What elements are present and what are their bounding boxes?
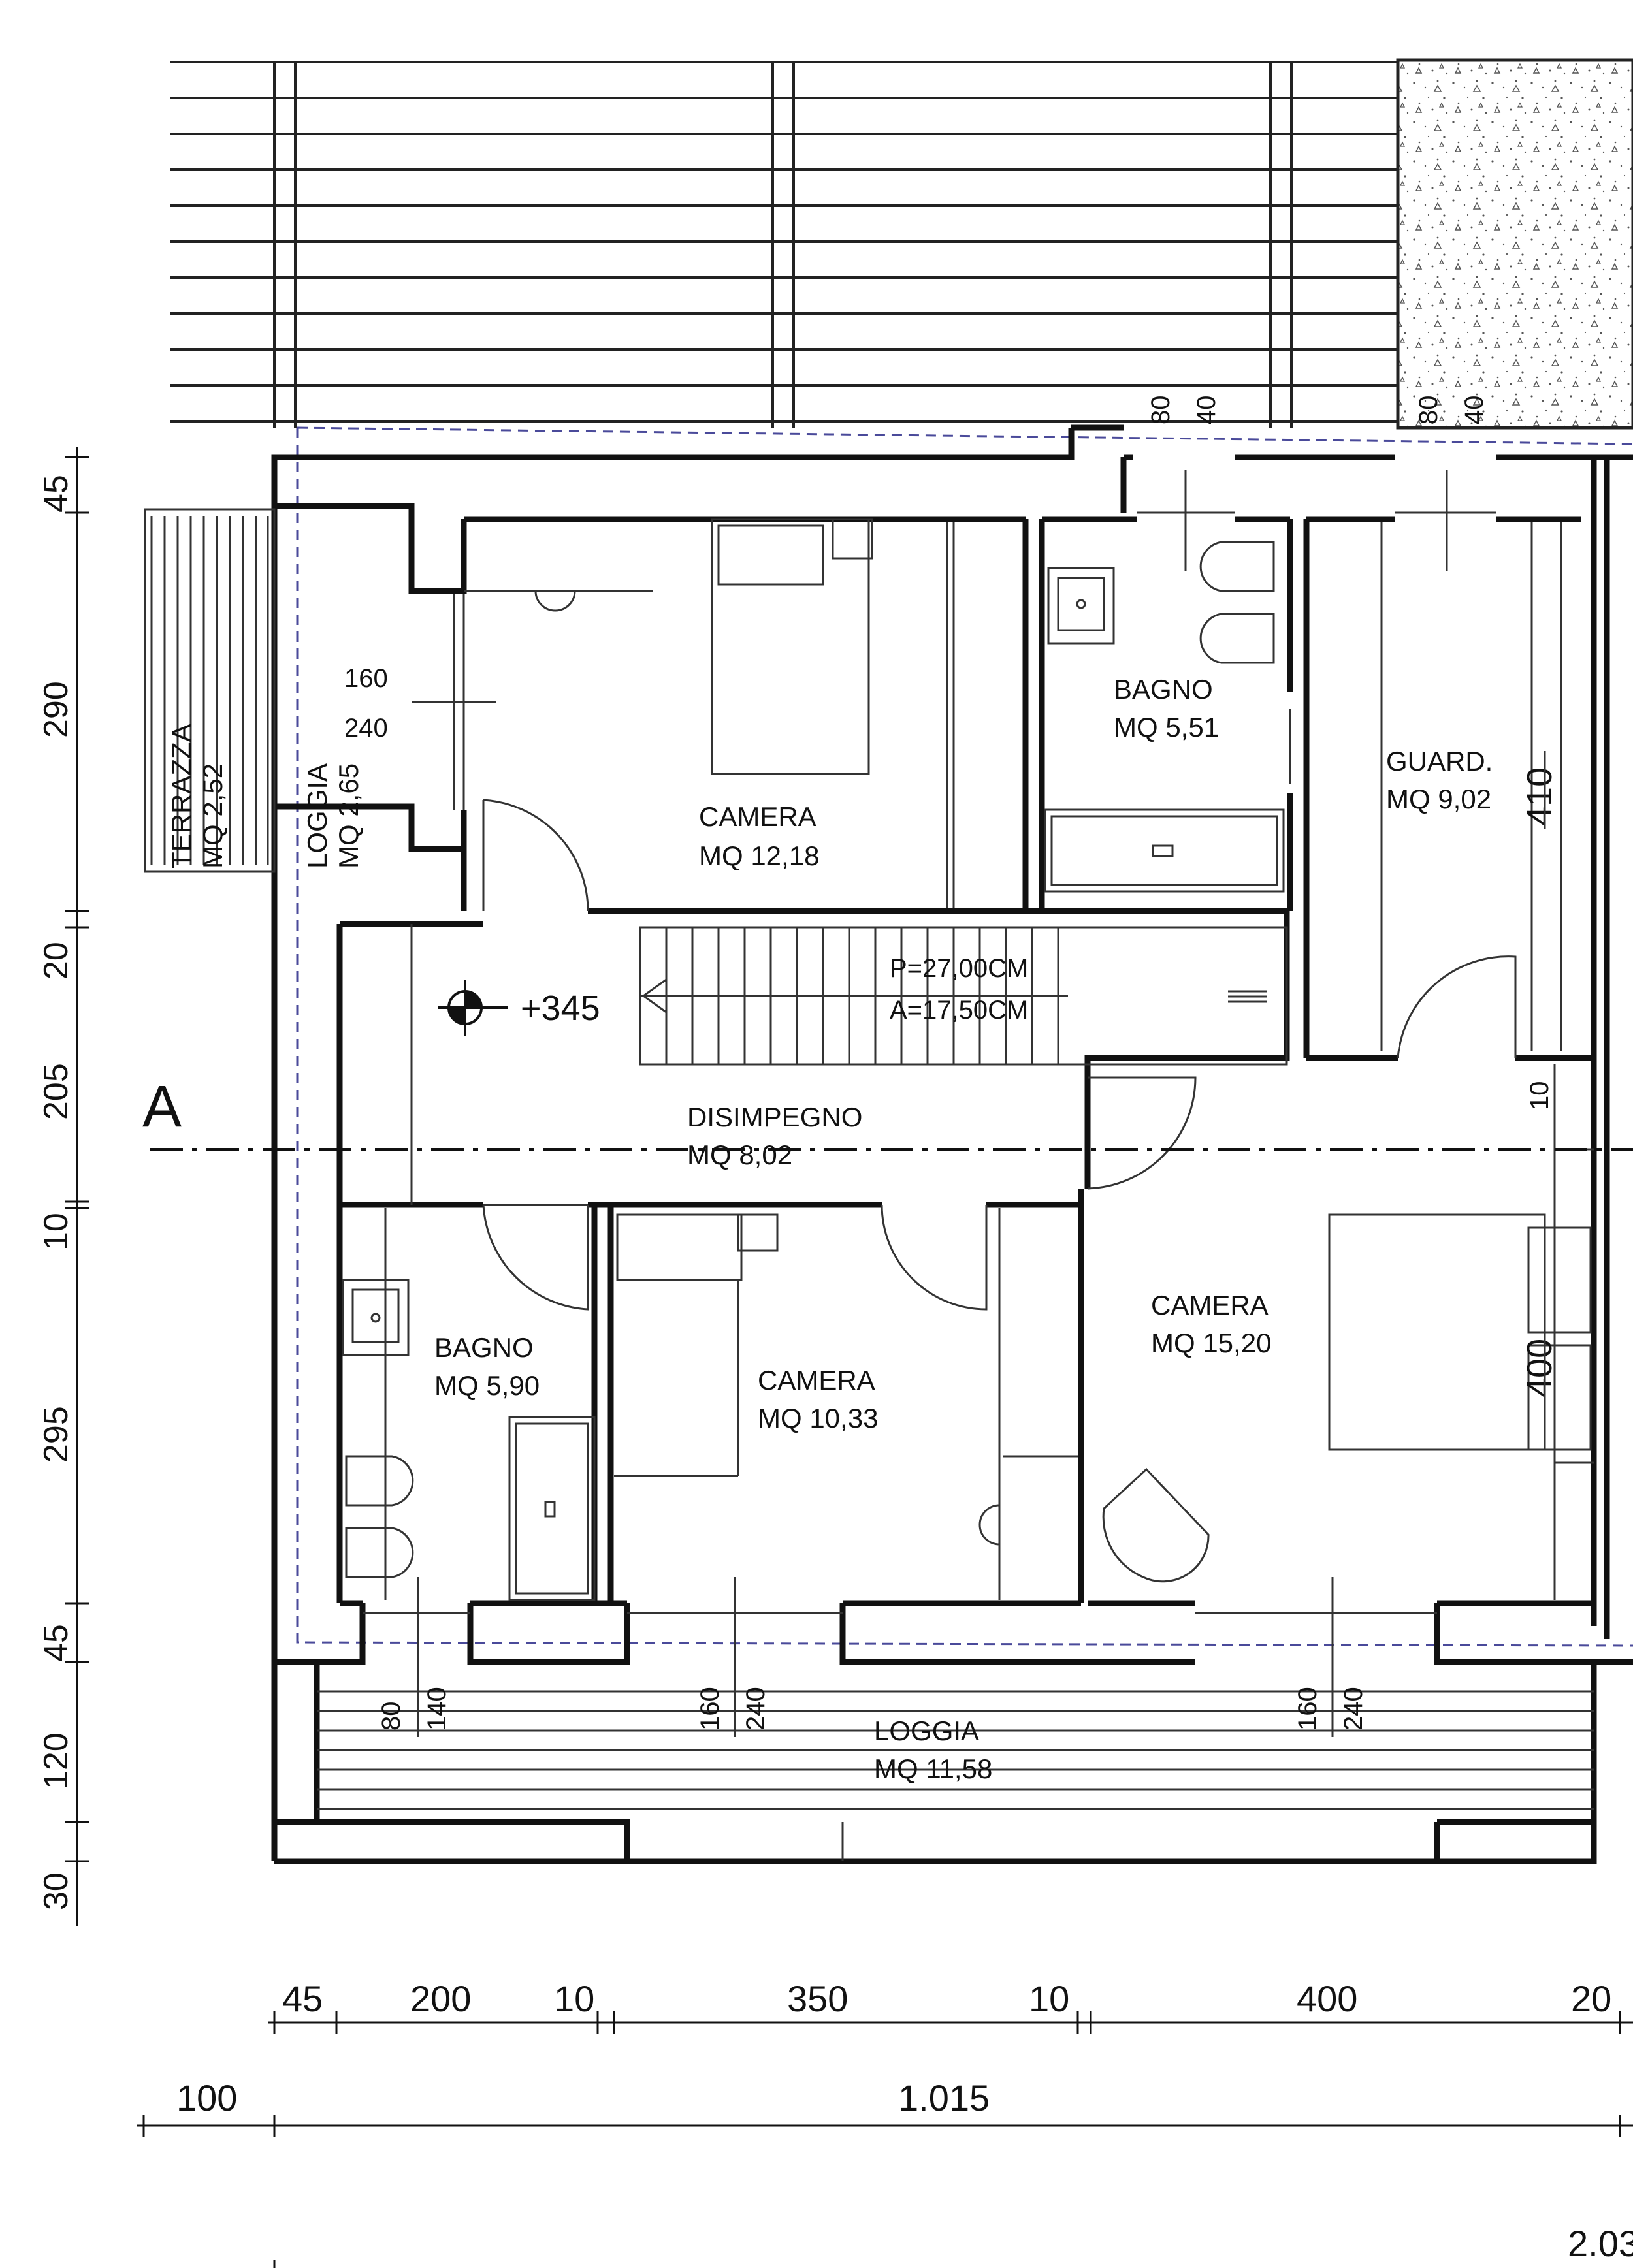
hdim-2: 10 — [554, 1978, 594, 2019]
total-dim-0: 100 — [176, 2077, 237, 2118]
window-dim-top-center-a: 80 — [1146, 396, 1175, 425]
vdim-6: 45 — [37, 1624, 75, 1662]
window-dim-top-right-a: 80 — [1414, 396, 1443, 425]
dim-disimpegno-right: 10 — [1525, 1081, 1554, 1111]
window-dim-bottom-right-b: 240 — [1339, 1687, 1368, 1731]
room-area-camera-right: MQ 15,20 — [1151, 1328, 1271, 1358]
room-name-disimpegno: DISIMPEGNO — [687, 1102, 862, 1132]
hdim-6: 20 — [1571, 1978, 1611, 2019]
room-area-terrazza: MQ 2,52 — [197, 763, 228, 869]
hdim-4: 10 — [1029, 1978, 1069, 2019]
section-label: A — [142, 1074, 182, 1140]
room-name-camera-right: CAMERA — [1151, 1290, 1269, 1320]
room-area-loggia-bottom: MQ 11,58 — [874, 1753, 992, 1784]
room-area-camera-mid: MQ 10,33 — [758, 1403, 878, 1433]
room-name-loggia-side: LOGGIA — [302, 763, 332, 869]
terrazza — [144, 508, 276, 873]
horizontal-dimension-lines — [137, 2011, 1633, 2268]
window-dim-side-a: 160 — [344, 664, 388, 693]
room-name-guard: GUARD. — [1386, 746, 1493, 776]
vdim-1: 290 — [37, 681, 75, 738]
room-name-bagno-bottom: BAGNO — [434, 1332, 534, 1363]
stair-tread: P=27,00CM — [890, 954, 1028, 983]
vdim-2: 20 — [37, 942, 75, 980]
stair-riser: A=17,50CM — [890, 996, 1028, 1025]
property-boundary — [296, 426, 1633, 1647]
vdim-5: 295 — [37, 1406, 75, 1463]
pergola — [170, 61, 1398, 428]
hdim-1: 200 — [410, 1978, 471, 2019]
hdim-0: 45 — [282, 1978, 323, 2019]
room-area-guard: MQ 9,02 — [1386, 784, 1491, 814]
total-dim-2: 2.03 — [1568, 2223, 1633, 2264]
level-marker-icon — [438, 980, 508, 1036]
vertical-dimension-line — [65, 447, 89, 1926]
interior-lines — [317, 470, 1594, 1861]
dim-camera-right-depth: 400 — [1520, 1339, 1559, 1398]
room-name-bagno-top: BAGNO — [1114, 674, 1213, 705]
window-dim-bottom-mid-b: 240 — [741, 1687, 770, 1731]
vdim-3: 205 — [37, 1063, 75, 1120]
walls — [271, 424, 1633, 1864]
window-dim-bottom-left-b: 140 — [423, 1687, 451, 1731]
window-dim-bottom-mid-a: 160 — [696, 1687, 724, 1731]
window-dim-bottom-left-a: 80 — [377, 1702, 406, 1731]
vdim-4: 10 — [37, 1213, 75, 1251]
total-dim-1: 1.015 — [898, 2077, 990, 2118]
dim-guard-depth: 410 — [1520, 767, 1559, 826]
room-area-bagno-top: MQ 5,51 — [1114, 712, 1219, 743]
room-area-loggia-side: MQ 2,65 — [333, 763, 364, 869]
vdim-7: 120 — [37, 1733, 75, 1789]
window-dim-bottom-right-a: 160 — [1293, 1687, 1322, 1731]
room-name-camera-top: CAMERA — [699, 801, 816, 832]
vdim-8: 30 — [37, 1872, 75, 1910]
window-dim-side-b: 240 — [344, 714, 388, 743]
level-value: +345 — [521, 989, 600, 1028]
window-dim-top-center-b: 40 — [1192, 396, 1221, 425]
room-name-loggia-bottom: LOGGIA — [874, 1716, 979, 1746]
room-area-bagno-bottom: MQ 5,90 — [434, 1370, 540, 1401]
gravel-area — [1396, 58, 1633, 430]
hdim-3: 350 — [787, 1978, 848, 2019]
window-dim-top-right-b: 40 — [1460, 396, 1489, 425]
room-name-terrazza: TERRAZZA — [166, 724, 197, 869]
hdim-5: 400 — [1297, 1978, 1357, 2019]
room-name-camera-mid: CAMERA — [758, 1365, 875, 1396]
room-area-camera-top: MQ 12,18 — [699, 840, 819, 871]
vdim-0: 45 — [37, 475, 75, 513]
room-area-disimpegno: MQ 8,02 — [687, 1140, 792, 1170]
